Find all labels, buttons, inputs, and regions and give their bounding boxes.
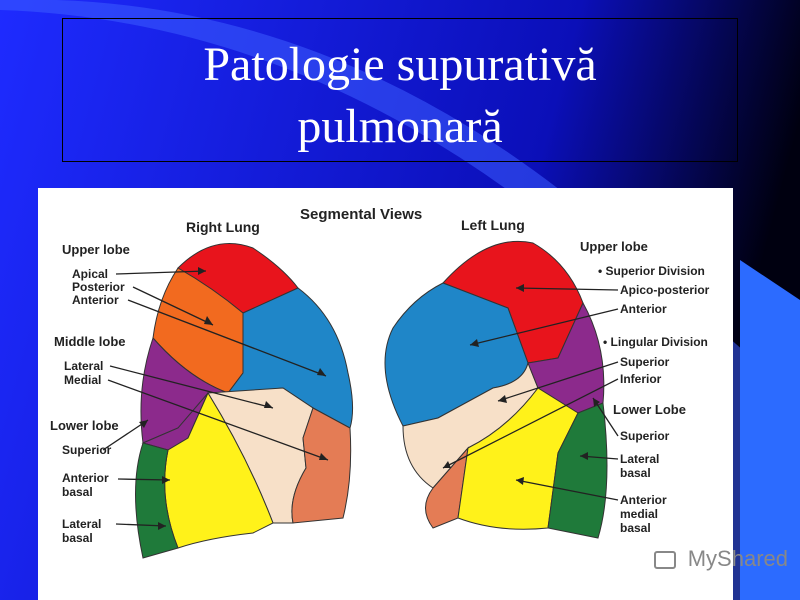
arrow-heads bbox=[139, 267, 600, 530]
right-anterior-basal-label-2: basal bbox=[62, 485, 93, 499]
left-superior-label: Superior bbox=[620, 355, 670, 369]
right-apical-label: Apical bbox=[72, 267, 108, 281]
slide-title: Patologie supurativă pulmonară bbox=[62, 34, 738, 158]
right-anterior-basal-label-1: Anterior bbox=[62, 471, 109, 485]
left-inferior-label: Inferior bbox=[620, 372, 662, 386]
right-posterior-label: Posterior bbox=[72, 280, 125, 294]
right-upper-lobe-label: Upper lobe bbox=[62, 242, 130, 257]
left-apico-posterior-label: Apico-posterior bbox=[620, 283, 710, 297]
segmental-views-heading: Segmental Views bbox=[300, 206, 422, 223]
right-middle-lobe-label: Middle lobe bbox=[54, 334, 126, 349]
left-upper-lobe-label: Upper lobe bbox=[580, 239, 648, 254]
watermark-icon bbox=[653, 551, 676, 570]
left-anterior-medial-basal-label-2: medial bbox=[620, 507, 658, 521]
right-lateral-basal-label-1: Lateral bbox=[62, 517, 101, 531]
right-lateral-label: Lateral bbox=[64, 359, 103, 373]
right-superior-label: Superior bbox=[62, 443, 112, 457]
right-lateral-basal-label-2: basal bbox=[62, 531, 93, 545]
right-lower-lobe-label: Lower lobe bbox=[50, 418, 119, 433]
right-salmon-segment bbox=[291, 407, 352, 524]
leader-lines bbox=[102, 270, 619, 527]
left-lower-lobe-label: Lower Lobe bbox=[613, 402, 686, 417]
watermark-text: MyShared bbox=[687, 546, 788, 571]
title-line-2: pulmonară bbox=[297, 100, 503, 153]
left-lateral-basal-label-2: basal bbox=[620, 466, 651, 480]
left-anterior-medial-basal-segment bbox=[457, 387, 579, 530]
right-anterior-label: Anterior bbox=[72, 293, 119, 307]
title-frame bbox=[62, 18, 738, 162]
left-lung bbox=[384, 240, 608, 539]
right-medial-label: Medial bbox=[64, 373, 101, 387]
left-lateral-basal-segment bbox=[547, 402, 608, 539]
right-lung-title: Right Lung bbox=[186, 219, 260, 235]
left-anterior-label: Anterior bbox=[620, 302, 667, 316]
left-lateral-basal-label-1: Lateral bbox=[620, 452, 659, 466]
lung-diagram-svg: Segmental Views Right Lung Left Lung Upp… bbox=[50, 206, 710, 559]
left-lower-superior-label: Superior bbox=[620, 429, 670, 443]
left-anterior-medial-basal-label-1: Anterior bbox=[620, 493, 667, 507]
lung-segments-diagram: Segmental Views Right Lung Left Lung Upp… bbox=[38, 188, 733, 600]
right-lateral-basal-segment bbox=[135, 442, 179, 559]
left-inferior-lingular-segment bbox=[425, 446, 469, 529]
right-lung bbox=[135, 243, 354, 559]
title-line-1: Patologie supurativă bbox=[203, 38, 597, 91]
left-lingular-division-label: • Lingular Division bbox=[603, 335, 708, 349]
watermark: MyShared bbox=[653, 546, 788, 572]
left-superior-division-label: • Superior Division bbox=[598, 264, 705, 278]
left-anterior-medial-basal-label-3: basal bbox=[620, 521, 651, 535]
left-lung-title: Left Lung bbox=[461, 217, 525, 233]
